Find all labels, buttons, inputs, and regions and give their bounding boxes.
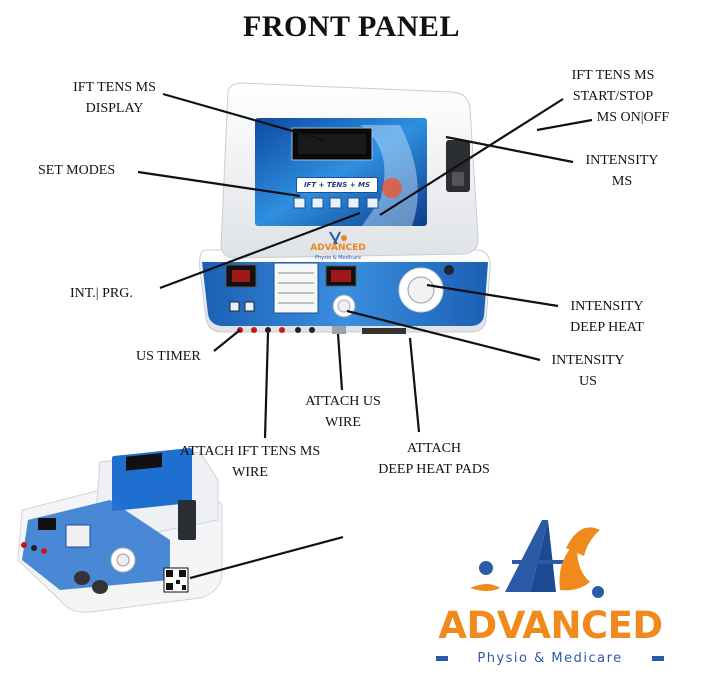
label-us-timer: US TIMER [136, 349, 201, 364]
brand-tagline: Physio & Medicare [436, 650, 664, 667]
label-set-modes: SET MODES [38, 163, 116, 178]
page-title: FRONT PANEL [243, 10, 460, 43]
device-logo-tagline: Physio & Medicare [314, 255, 362, 261]
brand-logo-mark [470, 520, 604, 598]
deep-heat-selector [273, 262, 319, 314]
label-int-prg: INT.| PRG. [70, 286, 133, 301]
device-logo-name: ADVANCED [310, 243, 366, 253]
bottom-sockets [237, 326, 406, 334]
screen-modes-label: IFT + TENS + MS [296, 177, 378, 193]
brand-name: ADVANCED [438, 604, 663, 647]
power-indicator [444, 265, 454, 275]
device-side-view [17, 448, 344, 613]
leader-lines [137, 92, 593, 439]
mode-buttons [293, 197, 379, 209]
